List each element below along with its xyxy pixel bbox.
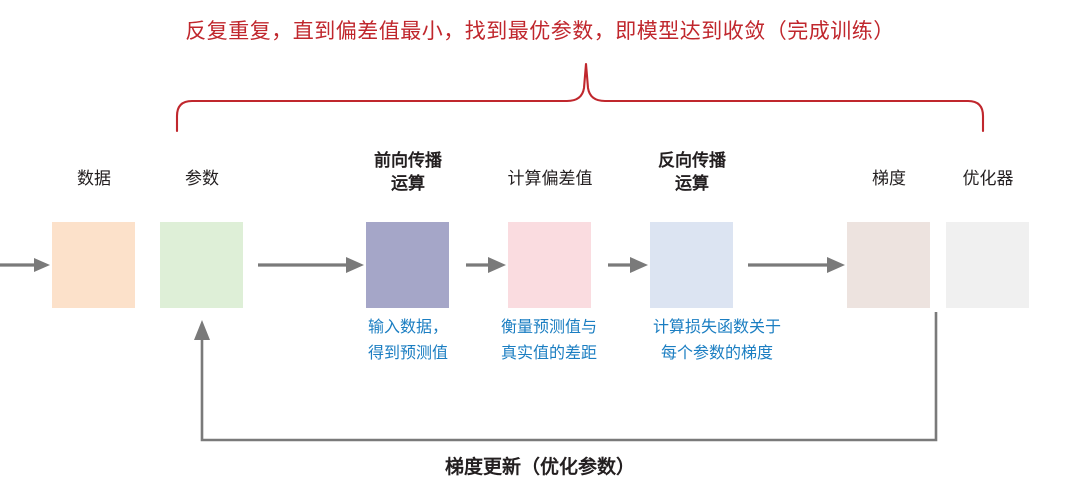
stage-label-optimizer: 优化器: [930, 168, 1046, 191]
stage-box-parameters: [160, 222, 243, 308]
stage-label-line: 反向传播: [658, 151, 726, 171]
stage-box-optimizer: [946, 222, 1029, 308]
stage-box-backward-propagation: [650, 222, 733, 308]
stage-box-compute-loss: [508, 222, 591, 308]
stage-caption-line: 得到预测值: [367, 343, 448, 362]
stage-box-gradient: [847, 222, 930, 308]
stage-label-line: 数据: [77, 169, 111, 189]
stage-label-line: 参数: [185, 169, 219, 189]
stage-label-gradient: 梯度: [831, 168, 947, 191]
stage-label-parameters: 参数: [144, 168, 260, 191]
stage-caption-line: 计算损失函数关于: [652, 317, 781, 336]
stage-label-line: 优化器: [962, 169, 1014, 189]
stage-caption-compute-loss: 衡量预测值与 真实值的差距: [474, 314, 624, 366]
stage-box-forward-propagation: [366, 222, 449, 308]
stage-caption-line: 衡量预测值与: [500, 317, 597, 336]
stage-caption-line: 输入数据，: [367, 317, 448, 336]
stage-label-line: 前向传播: [374, 151, 442, 171]
stage-caption-backward-propagation: 计算损失函数关于 每个参数的梯度: [622, 314, 812, 366]
stage-label-data: 数据: [36, 168, 152, 191]
stage-label-forward-propagation: 前向传播 运算: [345, 150, 471, 196]
stage-caption-line: 真实值的差距: [500, 343, 597, 362]
red-brace: [175, 62, 985, 133]
stage-label-line: 计算偏差值: [507, 169, 593, 189]
stage-label-line: 运算: [391, 174, 425, 194]
stage-label-compute-loss: 计算偏差值: [482, 168, 618, 191]
stage-label-backward-propagation: 反向传播 运算: [629, 150, 755, 196]
stage-box-data: [52, 222, 135, 308]
gradient-update-label: 梯度更新（优化参数）: [444, 456, 635, 478]
stage-label-line: 运算: [675, 174, 709, 194]
stage-label-line: 梯度: [872, 169, 906, 189]
stage-caption-forward-propagation: 输入数据， 得到预测值: [333, 314, 483, 366]
convergence-title: 反复重复，直到偏差值最小，找到最优参数，即模型达到收敛（完成训练）: [185, 19, 895, 43]
stage-caption-line: 每个参数的梯度: [660, 343, 773, 362]
